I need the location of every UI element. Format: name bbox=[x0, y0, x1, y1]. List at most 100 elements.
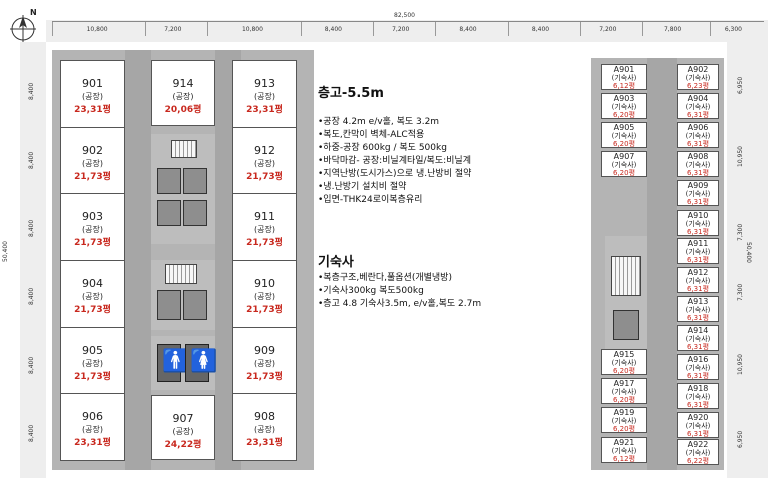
room-909[interactable]: 909(공장)21,73평 bbox=[232, 326, 297, 395]
room-913[interactable]: 913(공장)23,31평 bbox=[232, 60, 297, 128]
room-area: 21,73평 bbox=[246, 305, 283, 315]
dorm-unit-area: 6,31평 bbox=[686, 372, 710, 380]
room-910[interactable]: 910(공장)21,73평 bbox=[232, 260, 297, 328]
room-number: 911 bbox=[254, 210, 275, 224]
right-total-dim: 50,400 bbox=[745, 242, 752, 263]
room-902[interactable]: 902(공장)21,73평 bbox=[60, 126, 125, 195]
dorm-unit-A913[interactable]: A913(기숙사)6,31평 bbox=[677, 296, 719, 322]
dorm-unit-number: A914 bbox=[687, 326, 709, 335]
dorm-unit-type: (기숙사) bbox=[611, 132, 637, 140]
top-column-dim: 7,800 bbox=[663, 26, 682, 33]
dorm-unit-A908[interactable]: A908(기숙사)6,31평 bbox=[677, 151, 719, 177]
restroom-core: 🚹 🚺 bbox=[151, 336, 217, 390]
dorm-unit-A904[interactable]: A904(기숙사)6,31평 bbox=[677, 93, 719, 119]
right-dimension-band bbox=[727, 42, 768, 478]
dorm-unit-A922[interactable]: A922(기숙사)6,22평 bbox=[677, 439, 719, 465]
dorm-unit-A909[interactable]: A909(기숙사)6,31평 bbox=[677, 180, 719, 206]
dorm-unit-A915[interactable]: A915(기숙사)6,20평 bbox=[601, 349, 647, 375]
core-lower bbox=[151, 260, 215, 330]
dorm-unit-A906[interactable]: A906(기숙사)6,31평 bbox=[677, 122, 719, 148]
dorm-unit-A917[interactable]: A917(기숙사)6,20평 bbox=[601, 378, 647, 404]
dorm-unit-number: A902 bbox=[687, 65, 709, 74]
row-dim: 8,400 bbox=[28, 82, 35, 101]
elevator-lower-2 bbox=[183, 290, 207, 320]
dorm-unit-area: 6,31평 bbox=[686, 228, 710, 236]
room-906[interactable]: 906(공장)23,31평 bbox=[60, 393, 125, 461]
dorm-unit-type: (기숙사) bbox=[685, 132, 711, 140]
dorm-unit-type: (기숙사) bbox=[685, 306, 711, 314]
top-column-dim: 6,300 bbox=[724, 26, 742, 33]
dorm-unit-area: 6,22평 bbox=[686, 457, 710, 465]
dorm-unit-A920[interactable]: A920(기숙사)6,31평 bbox=[677, 412, 719, 438]
dorm-unit-area: 6,12평 bbox=[612, 82, 636, 90]
dorm-stair bbox=[611, 256, 641, 296]
room-type: (공장) bbox=[254, 158, 275, 168]
dorm-elevator bbox=[613, 310, 639, 340]
room-type: (공장) bbox=[82, 92, 103, 101]
dorm-unit-area: 6,23평 bbox=[686, 82, 710, 90]
left-dimension-band bbox=[20, 42, 46, 478]
dorm-unit-A919[interactable]: A919(기숙사)6,20평 bbox=[601, 407, 647, 433]
dorm-corridor bbox=[647, 58, 677, 470]
dorm-unit-number: A918 bbox=[687, 384, 709, 393]
info-line: •냉.난방기 설치비 절약 bbox=[318, 182, 407, 192]
dorm-unit-A911[interactable]: A911(기숙사)6,31평 bbox=[677, 238, 719, 264]
dorm-unit-A910[interactable]: A910(기숙사)6,31평 bbox=[677, 210, 719, 236]
room-905[interactable]: 905(공장)21,73평 bbox=[60, 326, 125, 395]
dorm-unit-A912[interactable]: A912(기숙사)6,31평 bbox=[677, 267, 719, 293]
dorm-unit-number: A916 bbox=[687, 355, 709, 364]
dorm-unit-area: 6,31평 bbox=[686, 343, 710, 351]
dorm-unit-A918[interactable]: A918(기숙사)6,31평 bbox=[677, 383, 719, 409]
dorm-unit-A916[interactable]: A916(기숙사)6,31평 bbox=[677, 354, 719, 380]
info-line: •바닥마감- 공장:비닐계타일/복도:비닐계 bbox=[318, 156, 471, 166]
row-dim: 10,950 bbox=[737, 353, 744, 375]
top-dimension-band bbox=[46, 20, 768, 42]
dorm-unit-A903[interactable]: A903(기숙사)6,20평 bbox=[601, 93, 647, 119]
room-908[interactable]: 908(공장)23,31평 bbox=[232, 393, 297, 461]
dorm-unit-A902[interactable]: A902(기숙사)6,23평 bbox=[677, 64, 719, 90]
stair-lower bbox=[165, 264, 197, 284]
room-904[interactable]: 904(공장)21,73평 bbox=[60, 260, 125, 328]
room-number: 913 bbox=[254, 77, 275, 90]
dorm-unit-type: (기숙사) bbox=[685, 393, 711, 401]
room-type: (공장) bbox=[254, 425, 275, 435]
left-total-dim: 50,400 bbox=[2, 241, 9, 262]
row-dim: 8,400 bbox=[28, 424, 35, 442]
dorm-unit-type: (기숙사) bbox=[685, 364, 711, 372]
room-912[interactable]: 912(공장)21,73평 bbox=[232, 126, 297, 195]
dorm-unit-number: A908 bbox=[687, 152, 709, 161]
dorm-unit-A905[interactable]: A905(기숙사)6,20평 bbox=[601, 122, 647, 148]
room-903[interactable]: 903(공장)21,73평 bbox=[60, 193, 125, 261]
room-number: 908 bbox=[254, 410, 275, 424]
dorm-unit-number: A920 bbox=[687, 413, 709, 422]
north-arrow: N bbox=[6, 8, 40, 42]
room-914[interactable]: 914 (공장) 20,06평 bbox=[151, 60, 215, 126]
room-area: 21,73평 bbox=[246, 238, 283, 249]
room-901[interactable]: 901(공장)23,31평 bbox=[60, 60, 125, 128]
row-dim: 7,300 bbox=[737, 224, 744, 242]
top-column-dim: 8,400 bbox=[324, 26, 342, 33]
info-line: •지역난방(도시가스)으로 냉.난방비 절약 bbox=[318, 169, 472, 179]
dorm-unit-area: 6,31평 bbox=[686, 314, 710, 322]
room-type: (공장) bbox=[82, 158, 103, 168]
dorm-unit-type: (기숙사) bbox=[611, 388, 637, 396]
dorm-unit-A907[interactable]: A907(기숙사)6,20평 bbox=[601, 151, 647, 177]
factory-info-lines: •공장 4.2m e/v홀, 복도 3.2m•복도,칸막이 벽체-ALC적용•하… bbox=[318, 116, 558, 207]
dorm-unit-type: (기숙사) bbox=[611, 417, 637, 425]
elevator-upper-3 bbox=[157, 200, 181, 226]
dorm-unit-A901[interactable]: A901(기숙사)6,12평 bbox=[601, 64, 647, 90]
dorm-unit-A914[interactable]: A914(기숙사)6,31평 bbox=[677, 325, 719, 351]
room-907[interactable]: 907 (공장) 24,22평 bbox=[151, 395, 215, 460]
north-label: N bbox=[30, 8, 37, 17]
dorm-unit-A921[interactable]: A921(기숙사)6,12평 bbox=[601, 437, 647, 463]
dorm-unit-type: (기숙사) bbox=[611, 161, 637, 169]
compass-icon bbox=[10, 15, 36, 42]
info-line: •입면-THK24로이복층유리 bbox=[318, 195, 423, 205]
dim-tick bbox=[52, 22, 53, 36]
top-column-dim: 8,400 bbox=[531, 26, 550, 33]
room-911[interactable]: 911(공장)21,73평 bbox=[232, 193, 297, 261]
dorm-unit-area: 6,20평 bbox=[612, 367, 636, 375]
dorm-unit-number: A906 bbox=[687, 123, 709, 132]
